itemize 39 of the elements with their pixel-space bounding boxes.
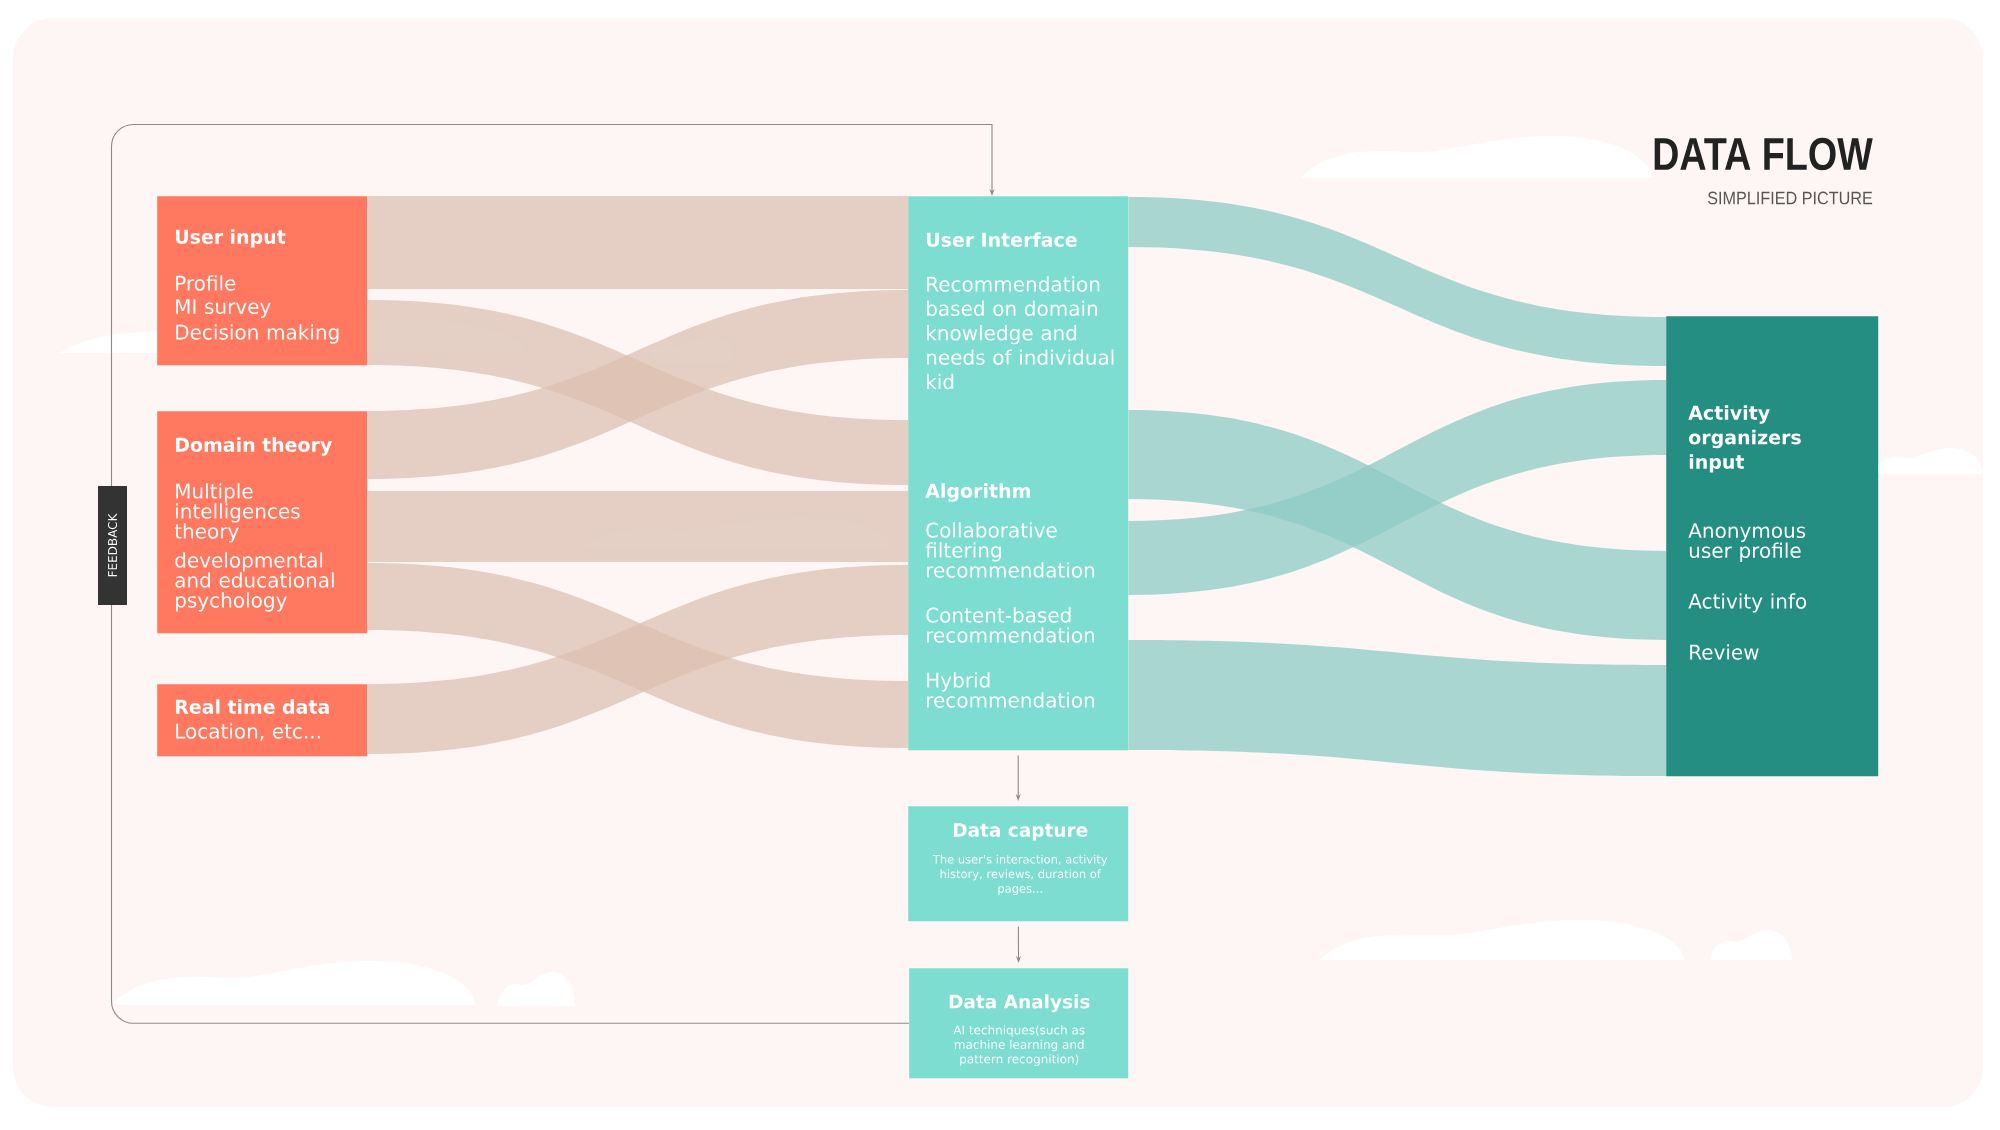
body-text: Content-based recommendation	[926, 607, 1095, 643]
body-text: Anonymous user profile	[1688, 523, 1806, 562]
flow-band	[367, 196, 908, 289]
edge-label: FEEDBACK	[98, 486, 127, 605]
body-text: Activity info	[1688, 593, 1807, 613]
body-text: Location, etc...	[176, 723, 320, 741]
flow-band	[1128, 380, 1666, 595]
body-text: Recommendation based on domain knowledge and needs of individual kid	[927, 276, 1114, 390]
heading: Data capture	[953, 823, 1088, 841]
list-item: MI survey	[176, 299, 271, 318]
heading: Domain theory	[175, 437, 332, 456]
flow-band	[1128, 197, 1666, 366]
list-item: Profile	[176, 275, 236, 291]
flow-band	[367, 491, 908, 562]
heading: User Interface	[926, 232, 1077, 247]
list-item: Decision making	[176, 324, 339, 344]
body-text: Hybrid recommendation	[927, 672, 1095, 708]
input-box	[157, 684, 368, 757]
subtitle: SIMPLIFIED PICTURE	[1707, 191, 1873, 205]
process-box	[908, 196, 1129, 751]
title: DATA FLOW	[1654, 137, 1873, 171]
body-text: AI techniques(such as machine learning and pattern recognition)	[953, 1025, 1085, 1066]
process-box	[908, 806, 1129, 922]
input-box	[157, 411, 368, 634]
feedback-arrow	[110, 123, 995, 1024]
body-text: The user's interaction, activity history, reviews, duration of pages...	[932, 854, 1108, 896]
heading: Real time data	[175, 699, 329, 714]
body-text: Review	[1690, 644, 1759, 660]
process-box	[909, 968, 1129, 1079]
output-box	[1666, 316, 1879, 777]
heading: Data Analysis	[949, 994, 1090, 1013]
heading: Algorithm	[925, 483, 1030, 502]
heading: Activity organizers input	[1688, 405, 1801, 473]
body-text: developmental and educational psychology	[175, 552, 334, 612]
body-text: Collaborative filtering recommendation	[925, 522, 1095, 578]
input-box	[157, 196, 368, 366]
heading: User input	[175, 229, 286, 248]
flow-band	[1128, 640, 1666, 776]
body-text: Multiple intelligences theory	[174, 483, 300, 543]
